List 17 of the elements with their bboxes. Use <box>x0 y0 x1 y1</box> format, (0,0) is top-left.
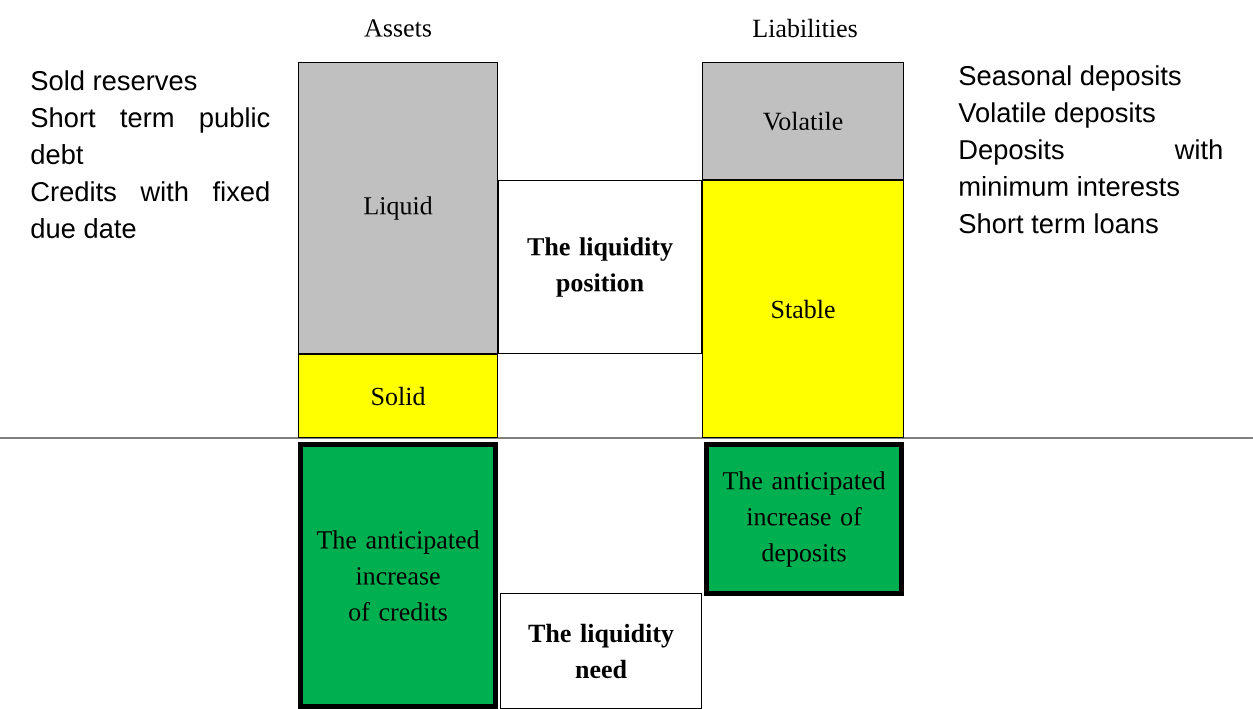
column-heading: Liabilities <box>753 18 857 38</box>
increase-block: The anticipated increase of deposits <box>704 442 904 596</box>
asset-block: Liquid <box>298 62 498 354</box>
liquidity-box: The liquidity need <box>500 593 702 709</box>
list-item: Short term public debt <box>31 107 270 165</box>
increase-block: The anticipated increase of credits <box>298 442 498 709</box>
liquidity-box: The liquidity position <box>498 180 702 354</box>
asset-block: Solid <box>298 354 498 438</box>
list-item: Short term loans <box>959 213 1158 234</box>
list-item: Credits with fixed due date <box>31 181 269 239</box>
list-item: Volatile deposits <box>958 102 1155 128</box>
column-heading: Assets <box>364 19 431 37</box>
list-item: Sold reserves <box>31 70 197 91</box>
asset-block: Volatile <box>702 62 904 180</box>
asset-block: Stable <box>702 180 904 438</box>
list-item: Seasonal deposits <box>959 65 1181 91</box>
list-item: Deposits with minimum interests <box>960 139 1222 197</box>
